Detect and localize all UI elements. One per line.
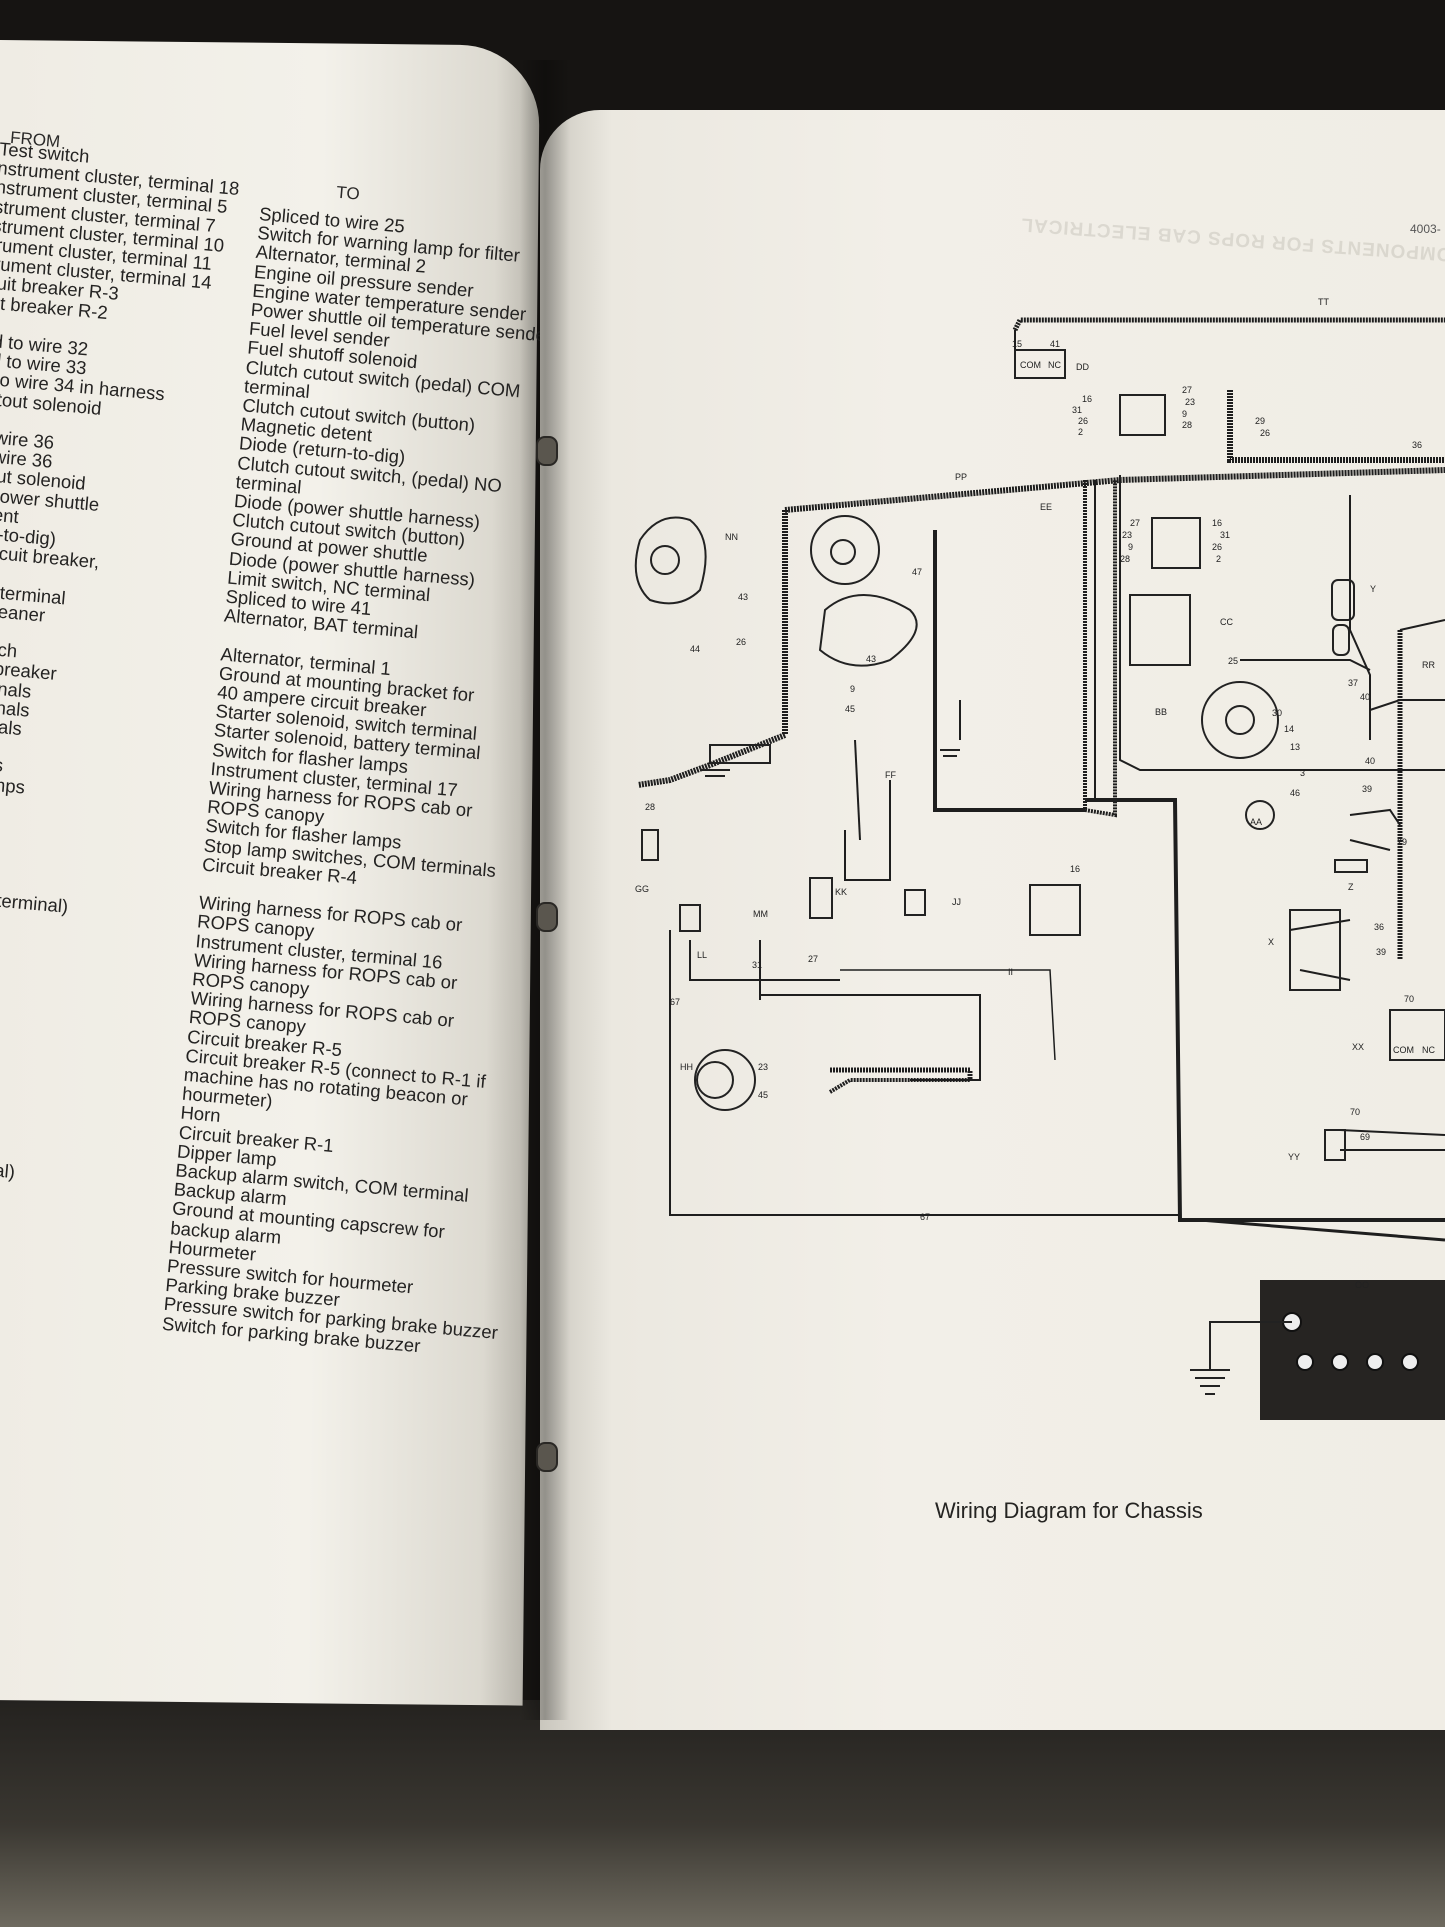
svg-text:26: 26	[1260, 428, 1270, 438]
svg-text:COM: COM	[1393, 1045, 1414, 1055]
svg-text:2: 2	[1216, 554, 1221, 564]
svg-text:43: 43	[866, 654, 876, 664]
svg-text:AA: AA	[1250, 817, 1262, 827]
svg-text:45: 45	[758, 1090, 768, 1100]
svg-text:MM: MM	[753, 909, 768, 919]
svg-text:27: 27	[1182, 385, 1192, 395]
right-page	[540, 110, 1445, 1730]
svg-text:39: 39	[1362, 784, 1372, 794]
svg-text:43: 43	[738, 592, 748, 602]
svg-text:LL: LL	[697, 950, 707, 960]
svg-text:16: 16	[1082, 394, 1092, 404]
svg-text:DD: DD	[1076, 362, 1089, 372]
svg-text:YY: YY	[1288, 1152, 1300, 1162]
svg-text:23: 23	[1122, 530, 1132, 540]
svg-text:2: 2	[1078, 427, 1083, 437]
svg-text:31: 31	[1072, 405, 1082, 415]
svg-text:NC: NC	[1422, 1045, 1435, 1055]
svg-text:28: 28	[645, 802, 655, 812]
svg-text:28: 28	[1120, 554, 1130, 564]
svg-text:HH: HH	[680, 1062, 693, 1072]
svg-text:RR: RR	[1422, 660, 1435, 670]
svg-text:39: 39	[1376, 947, 1386, 957]
svg-text:II: II	[1008, 967, 1013, 977]
svg-text:29: 29	[1255, 416, 1265, 426]
svg-text:36: 36	[1374, 922, 1384, 932]
to-header: TO	[335, 182, 361, 204]
svg-text:46: 46	[1290, 788, 1300, 798]
svg-text:TT: TT	[1318, 297, 1329, 307]
svg-text:FF: FF	[885, 770, 896, 780]
svg-text:PP: PP	[955, 472, 967, 482]
binder-ring	[536, 436, 558, 466]
svg-text:Y: Y	[1370, 584, 1376, 594]
svg-text:37: 37	[1348, 678, 1358, 688]
svg-text:26: 26	[1212, 542, 1222, 552]
svg-text:70: 70	[1350, 1107, 1360, 1117]
svg-text:27: 27	[808, 954, 818, 964]
svg-text:67: 67	[920, 1212, 930, 1222]
svg-text:9: 9	[1128, 542, 1133, 552]
page-number: 4003-	[1410, 222, 1441, 236]
svg-text:31: 31	[1220, 530, 1230, 540]
svg-text:27: 27	[1130, 518, 1140, 528]
svg-text:69: 69	[1360, 1132, 1370, 1142]
svg-text:36: 36	[1412, 440, 1422, 450]
binder-ring	[536, 902, 558, 932]
svg-text:16: 16	[1212, 518, 1222, 528]
svg-text:9: 9	[1182, 409, 1187, 419]
svg-text:9: 9	[850, 684, 855, 694]
svg-text:47: 47	[912, 567, 922, 577]
svg-text:COM: COM	[1020, 360, 1041, 370]
svg-text:OO: OO	[1355, 1280, 1369, 1290]
svg-text:X: X	[1268, 937, 1274, 947]
svg-text:23: 23	[758, 1062, 768, 1072]
svg-text:NC: NC	[1048, 360, 1061, 370]
svg-text:29: 29	[1397, 837, 1407, 847]
diagram-caption: Wiring Diagram for Chassis	[935, 1498, 1203, 1523]
background-fabric	[0, 1700, 1445, 1927]
from-line: t switch	[0, 635, 19, 662]
svg-text:BB: BB	[1155, 707, 1167, 717]
svg-text:JJ: JJ	[952, 897, 961, 907]
svg-text:CC: CC	[1220, 617, 1233, 627]
svg-text:13: 13	[1290, 742, 1300, 752]
svg-text:31: 31	[752, 960, 762, 970]
svg-text:16: 16	[1070, 864, 1080, 874]
svg-text:40: 40	[1360, 692, 1370, 702]
svg-text:45: 45	[845, 704, 855, 714]
svg-text:23: 23	[1185, 397, 1195, 407]
svg-text:30: 30	[1272, 708, 1282, 718]
svg-text:44: 44	[690, 644, 700, 654]
svg-text:25: 25	[1228, 656, 1238, 666]
svg-text:15: 15	[1012, 339, 1022, 349]
svg-text:GG: GG	[635, 884, 649, 894]
svg-text:14: 14	[1284, 724, 1294, 734]
svg-text:26: 26	[1078, 416, 1088, 426]
wiring-diagram: TT DD PP EE NN FF CC BB AA Y RR Z X GG L…	[634, 297, 1445, 1420]
svg-text:KK: KK	[835, 887, 847, 897]
svg-text:EE: EE	[1040, 502, 1052, 512]
svg-text:NN: NN	[725, 532, 738, 542]
from-line: n signals	[0, 712, 23, 740]
svg-text:Z: Z	[1348, 882, 1354, 892]
svg-text:67: 67	[670, 997, 680, 1007]
svg-text:41: 41	[1050, 339, 1060, 349]
binder-ring	[536, 1442, 558, 1472]
svg-text:28: 28	[1182, 420, 1192, 430]
svg-text:3: 3	[1300, 768, 1305, 778]
svg-text:XX: XX	[1352, 1042, 1364, 1052]
svg-text:40: 40	[1365, 756, 1375, 766]
svg-text:26: 26	[736, 637, 746, 647]
svg-text:70: 70	[1404, 994, 1414, 1004]
